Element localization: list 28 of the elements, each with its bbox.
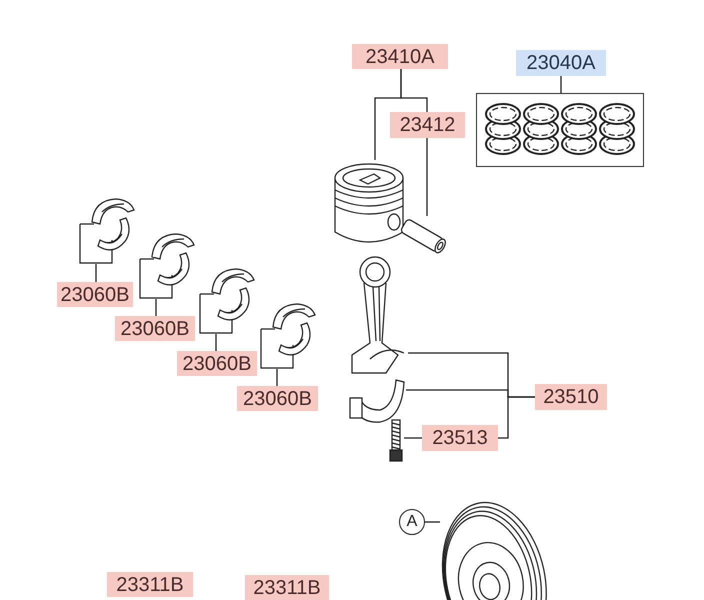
part-number: 23410A [352,44,448,69]
bearing-shells-drawing [261,301,317,369]
parts-frame [476,93,644,167]
leader-line [426,138,428,216]
leader-line [425,521,440,523]
leader-line [560,76,562,93]
leader-line [95,264,97,282]
part-number: 23040A [516,50,606,76]
part-number: 23412 [390,112,465,138]
leader-line [404,437,422,439]
part-number: 23513 [422,425,498,451]
reference-letter: A [399,509,425,535]
leader-line [498,396,535,439]
leader-line [400,69,428,112]
part-number: 23060B [57,282,133,307]
bearing-shells-drawing [140,231,196,299]
bearing-shells-drawing [80,196,136,264]
part-number: 23060B [177,351,257,376]
leader-line [155,299,157,316]
part-number: 23510 [535,384,607,410]
part-number: 23060B [115,316,195,341]
part-number: 23311B [107,572,193,597]
part-number: 23311B [245,575,329,600]
bolt-drawing [388,420,404,462]
bearing-shells-drawing [200,266,256,334]
part-number: 23060B [237,386,318,411]
leader-line [215,334,217,351]
leader-line [276,369,278,386]
